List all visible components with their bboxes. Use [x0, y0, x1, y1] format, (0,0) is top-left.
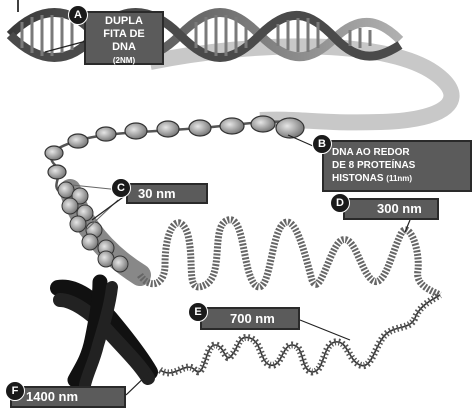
label-700nm: 700 nm	[200, 307, 300, 330]
label-30nm: 30 nm	[126, 183, 208, 204]
marker-f: F	[5, 381, 25, 401]
looped-domain-300nm	[140, 220, 440, 295]
label-double-strand-dna: DUPLA FITA DE DNA (2NM)	[84, 11, 164, 65]
marker-a: A	[68, 5, 88, 25]
label-b-line-2: DE 8 PROTEÍNAS	[332, 159, 470, 172]
label-b-line-3: HISTONAS	[332, 173, 384, 184]
label-a-line-2: FITA DE	[86, 28, 162, 41]
label-b-size: (11nm)	[386, 174, 412, 183]
marker-d: D	[330, 193, 350, 213]
marker-e: E	[188, 302, 208, 322]
label-300nm: 300 nm	[343, 198, 439, 220]
label-a-line-1: DUPLA	[86, 15, 162, 28]
chromosome	[58, 282, 150, 385]
label-b-line-1: DNA AO REDOR	[332, 146, 470, 159]
label-a-size: (2NM)	[86, 54, 162, 67]
label-a-line-3: DNA	[86, 41, 162, 54]
label-1400nm: 1400 nm	[10, 386, 126, 408]
label-dna-around-histones: DNA AO REDOR DE 8 PROTEÍNAS HISTONAS (11…	[322, 140, 472, 192]
marker-b: B	[312, 134, 332, 154]
marker-c: C	[111, 178, 131, 198]
nucleosome-string	[45, 116, 304, 192]
